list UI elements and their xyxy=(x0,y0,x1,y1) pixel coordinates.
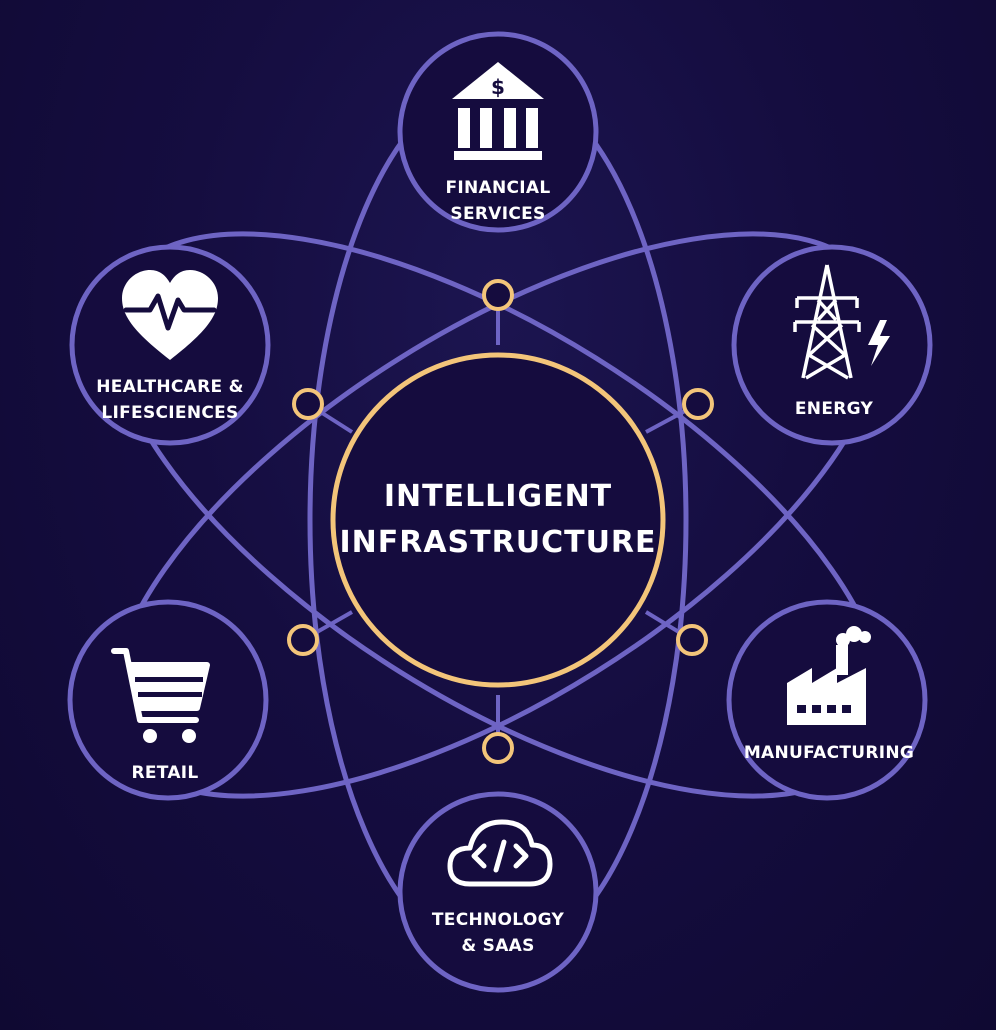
node-circles xyxy=(67,31,933,993)
node-label-energy: ENERGY xyxy=(795,396,873,422)
center-title-line2: INFRASTRUCTURE xyxy=(339,525,657,560)
node-label-healthcare: HEALTHCARE & LIFESCIENCES xyxy=(96,374,244,426)
connector-dots xyxy=(287,279,714,764)
center-circle xyxy=(330,352,666,688)
svg-text:$: $ xyxy=(491,75,505,99)
connector-dot-technology xyxy=(482,732,514,764)
node-label-line1: FINANCIAL xyxy=(445,178,551,198)
factory-icon xyxy=(787,626,871,725)
connector-dot-energy xyxy=(682,388,714,420)
connector-dot-financial xyxy=(482,279,514,311)
node-label-financial: FINANCIAL SERVICES xyxy=(445,175,550,227)
node-label-line1: RETAIL xyxy=(131,763,199,783)
node-label-line1: HEALTHCARE & xyxy=(96,377,244,397)
node-label-line2: & SAAS xyxy=(461,936,535,956)
node-circle-financial[interactable] xyxy=(397,31,599,233)
cloud-code-icon xyxy=(447,819,553,887)
node-label-line2: SERVICES xyxy=(450,204,546,224)
node-label-line2: LIFESCIENCES xyxy=(101,403,239,423)
center-title-line1: INTELLIGENT xyxy=(383,479,613,514)
connector-dot-healthcare xyxy=(292,388,324,420)
connector-dot-manufacturing xyxy=(676,624,708,656)
node-label-line1: MANUFACTURING xyxy=(743,743,915,763)
node-label-technology: TECHNOLOGY & SAAS xyxy=(432,907,564,959)
node-label-retail: RETAIL xyxy=(131,760,198,786)
shopping-cart-icon xyxy=(111,648,210,723)
node-label-line1: ENERGY xyxy=(794,399,874,419)
bank-icon: $ xyxy=(452,62,544,160)
heart-pulse-icon xyxy=(122,270,218,360)
power-tower-icon xyxy=(793,264,861,380)
node-label-line1: TECHNOLOGY xyxy=(431,910,565,930)
node-label-manufacturing: MANUFACTURING xyxy=(744,740,914,766)
center-title: INTELLIGENT INFRASTRUCTURE xyxy=(339,474,656,566)
node-circle-technology[interactable] xyxy=(397,791,599,993)
connector-dot-retail xyxy=(287,624,319,656)
lightning-bolt-icon xyxy=(868,320,890,366)
